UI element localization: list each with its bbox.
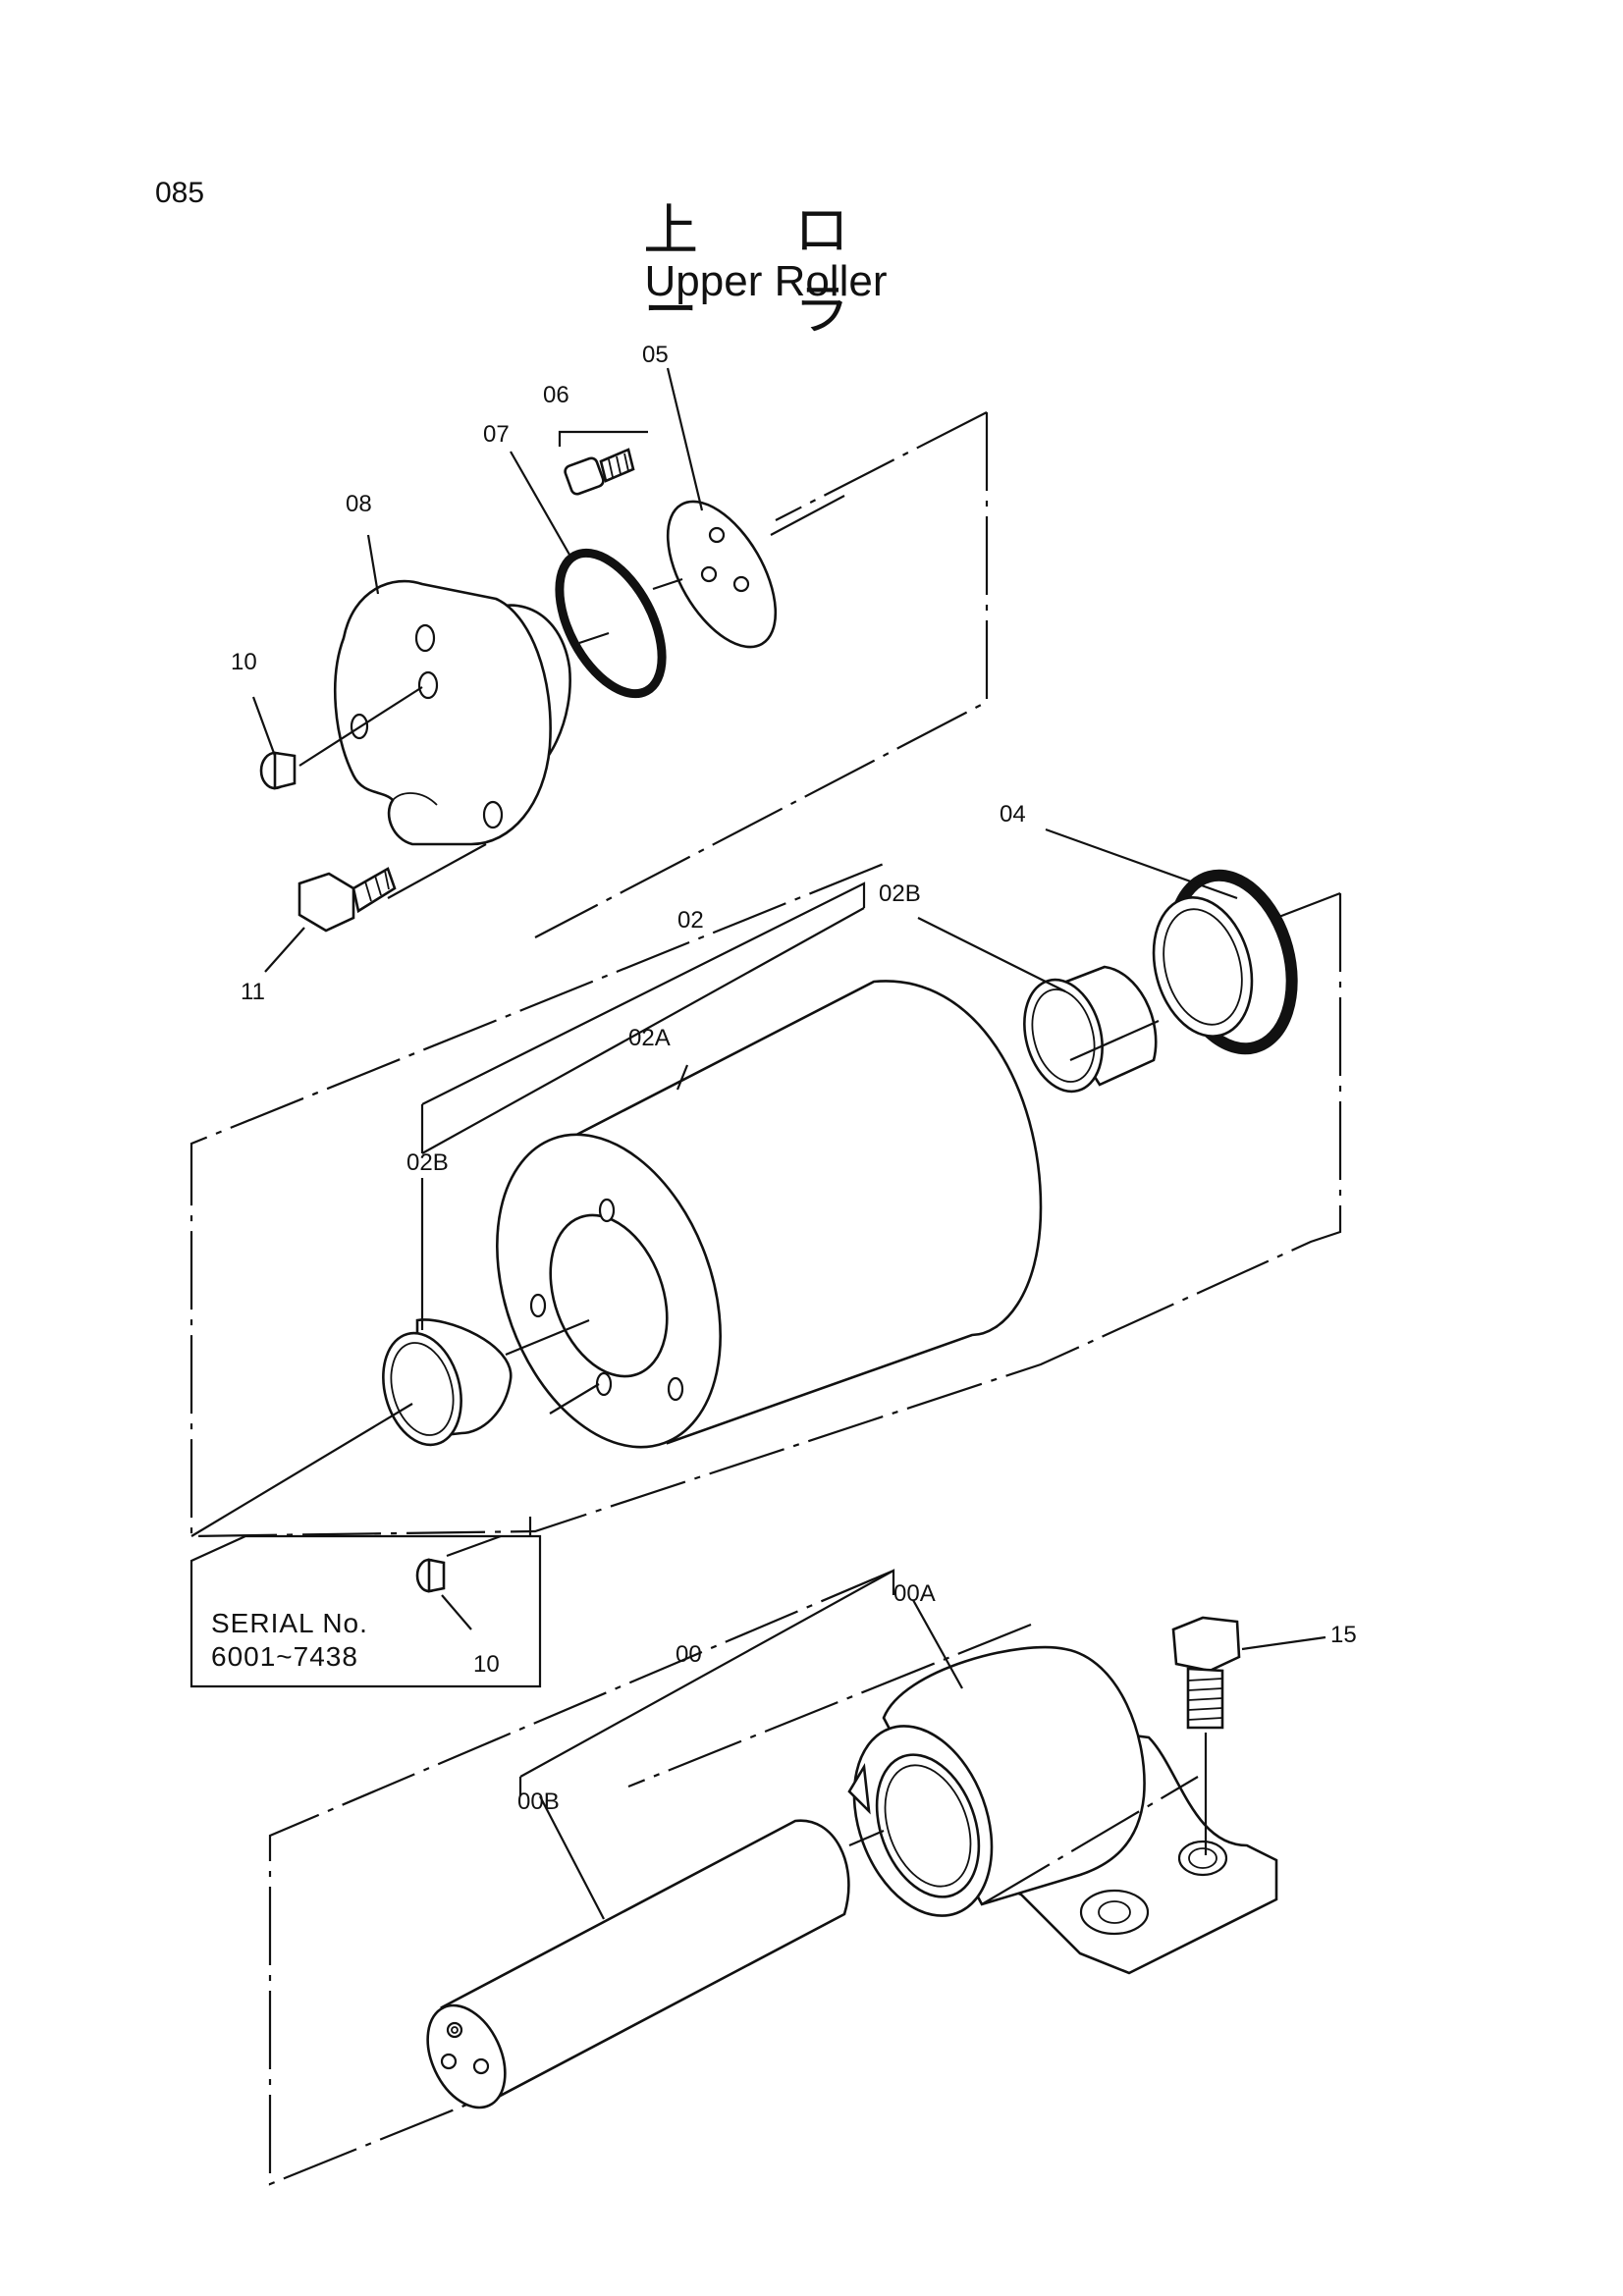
callout-00: 00 [676,1641,702,1668]
part-05-plate [666,500,778,649]
callout-02: 02 [677,907,704,934]
part-08-flange-cover [333,579,571,846]
part-04-floating-seal [1152,869,1298,1055]
group-bracket-upper [534,411,989,938]
bracket-02 [420,881,866,1153]
part-10-set-screw-bottom [415,1558,446,1593]
callout-11: 11 [241,979,265,1005]
leader-lines-upper [251,367,845,973]
callout-06: 06 [543,382,569,408]
group-bracket-middle [189,862,1342,1538]
leader-lines-lower [539,1599,1326,1920]
callout-10-bottom: 10 [473,1651,500,1678]
part-00B-shaft [426,1819,850,2109]
leader-lines-middle [190,828,1238,1537]
title-english: Upper Roller [644,257,888,305]
part-15-hex-bolt [1171,1616,1241,1730]
callout-00A: 00A [893,1580,936,1607]
part-11-hex-bolt [298,867,397,933]
bracket-00 [518,1569,895,1796]
callout-08: 08 [346,491,372,517]
group-bracket-lower [268,1569,1032,2186]
part-00A-bracket [847,1645,1278,1975]
callout-05: 05 [642,342,669,368]
callout-02B-left: 02B [406,1149,449,1176]
callout-10-top: 10 [231,649,257,675]
part-10-set-screw-top [259,751,297,790]
callout-15: 15 [1330,1622,1357,1648]
part-07-o-ring [555,548,667,699]
title-japanese: 上 ロ ー ラ [643,199,889,343]
callout-07: 07 [483,421,510,448]
serial-note-line2: 6001~7438 [211,1641,358,1672]
serial-note-box: SERIAL No. 6001~7438 [189,1534,542,1688]
part-02B-bushing-right [1023,965,1158,1094]
callout-02B-right: 02B [879,881,921,907]
serial-note-line1: SERIAL No. [211,1608,368,1638]
part-02A-roller-body [496,980,1043,1449]
part-02B-bushing-left [382,1318,513,1447]
callout-04: 04 [1000,801,1026,828]
callout-00B: 00B [517,1789,560,1815]
callout-02A: 02A [628,1025,671,1051]
part-06-screw [564,448,635,496]
bracket-02A [421,907,865,1154]
page-number: 085 [155,177,205,209]
callout-labels: 05 06 07 08 10 11 04 02 02B 02A 02B 10 0… [231,342,1357,1815]
